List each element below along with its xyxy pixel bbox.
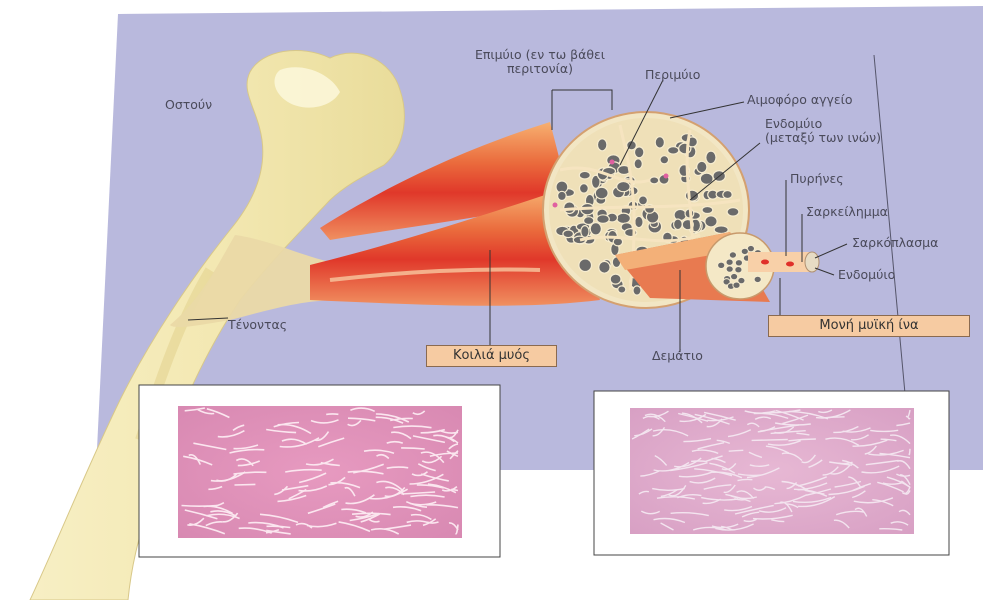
- muscle-fiber-cross-section: [660, 156, 669, 164]
- tissue-texture-line: [235, 484, 256, 485]
- muscle-fiber-cross-section: [650, 177, 659, 184]
- muscle-fiber-cross-section: [697, 161, 707, 172]
- muscle-fiber-cross-section: [584, 217, 594, 225]
- label-endomysium-line2: (μεταξύ των ινών): [765, 131, 881, 145]
- muscle-fiber-cross-section: [655, 137, 664, 148]
- muscle-fiber-cross-section: [635, 147, 644, 158]
- muscle-fiber-cross-section: [598, 139, 607, 151]
- single-fiber: [748, 252, 819, 272]
- label-sarcoplasm: Σαρκόπλασμα: [852, 236, 938, 250]
- muscle-fiber-cross-section: [633, 286, 641, 295]
- muscle-fiber-cross-section: [674, 219, 683, 230]
- muscle-fiber-cross-section: [617, 213, 631, 223]
- muscle-fiber-cross-section: [595, 187, 608, 199]
- label-nuclei: Πυρήνες: [790, 172, 844, 186]
- fascicle-fiber-end: [726, 266, 733, 272]
- label-tendon: Τένοντας: [228, 318, 287, 332]
- tissue-texture-line: [691, 461, 707, 462]
- tissue-texture-line: [182, 506, 217, 507]
- micrograph-right: [594, 391, 949, 555]
- muscle-fiber-cross-section: [706, 151, 716, 164]
- label-endomysium: Ενδομύιο (μεταξύ των ινών): [765, 117, 881, 146]
- muscle-fiber-cross-section: [668, 147, 679, 154]
- muscle-fiber-cross-section: [634, 159, 642, 169]
- muscle-fiber-cross-section: [727, 208, 739, 216]
- tissue-texture-line: [752, 440, 788, 441]
- fascicle-fiber-end: [735, 267, 742, 273]
- fascicle-fiber-end: [718, 262, 725, 268]
- muscle-fiber-cross-section: [610, 274, 621, 284]
- fascicle-fiber-end: [726, 259, 733, 265]
- muscle-fiber-cross-section: [563, 230, 574, 238]
- label-epimysium: Επιμύιο (εν τω βάθει περιτονία): [470, 48, 610, 77]
- label-fascicle: Δεμάτιο: [652, 349, 703, 363]
- muscle-fiber-cross-section: [705, 216, 717, 227]
- label-endomysium-fiber: Ενδομύιο: [838, 268, 895, 282]
- muscle-fiber-cross-section: [597, 215, 610, 224]
- muscle-fiber-cross-section: [714, 226, 728, 234]
- muscle-fiber-cross-section: [617, 182, 630, 192]
- muscle-fiber-cross-section: [581, 226, 589, 238]
- label-blood-vessel: Αιμοφόρο αγγείο: [747, 93, 853, 107]
- label-epimysium-line2: περιτονία): [470, 62, 610, 76]
- fascicle-fiber-end: [731, 273, 738, 279]
- fascicle-fiber-end: [729, 252, 736, 258]
- muscle-fiber-cross-section: [580, 184, 589, 193]
- label-endomysium-line1: Ενδομύιο: [765, 117, 881, 131]
- muscle-fiber-cross-section: [723, 191, 732, 199]
- fascicle-fiber-end: [754, 276, 761, 282]
- fascicle-fiber-end: [741, 248, 748, 254]
- micrograph-left: [139, 385, 500, 557]
- label-perimysium: Περιμύιο: [645, 68, 700, 82]
- muscle-fiber-cross-section: [702, 207, 713, 214]
- muscle-fiber-cross-section: [590, 223, 601, 235]
- label-sarcolemma: Σαρκείλημμα: [806, 205, 888, 219]
- tag-single-fiber: Μονή μυϊκή ίνα: [768, 315, 970, 337]
- fascicle-fiber-end: [735, 260, 742, 266]
- fascicle-fiber-end: [733, 282, 740, 288]
- muscle-fiber-cross-section: [618, 286, 626, 293]
- label-bone: Οστούν: [165, 98, 212, 112]
- muscle-fiber-cross-section: [579, 171, 590, 179]
- label-epimysium-line1: Επιμύιο (εν τω βάθει: [470, 48, 610, 62]
- tissue-texture-line: [729, 450, 744, 451]
- muscle-fiber-cross-section: [635, 216, 643, 227]
- tag-muscle-belly: Κοιλιά μυός: [426, 345, 557, 367]
- muscle-fiber-cross-section: [599, 261, 610, 273]
- muscle-fiber-cross-section: [639, 196, 648, 205]
- muscle-fiber-cross-section: [579, 259, 592, 272]
- muscle-fiber-cross-section: [558, 191, 567, 200]
